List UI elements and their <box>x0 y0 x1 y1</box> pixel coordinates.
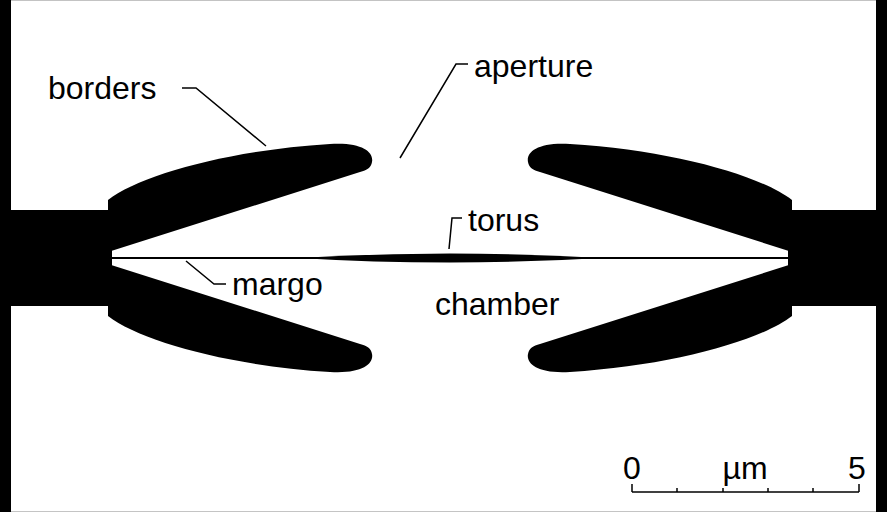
scale-tick <box>812 488 814 492</box>
scale-number: 5 <box>848 452 866 484</box>
cell-wall <box>788 210 887 306</box>
leader-line <box>186 261 226 284</box>
scale-tick <box>858 484 860 492</box>
part-label: aperture <box>474 50 593 82</box>
part-label: torus <box>468 204 539 236</box>
scale-tick <box>631 484 633 492</box>
scale-tick <box>676 488 678 492</box>
scale-unit: µm <box>722 452 767 484</box>
leader-line <box>449 218 462 249</box>
pit-borders <box>108 144 792 373</box>
part-label: margo <box>232 268 323 300</box>
scale-bar <box>632 484 859 492</box>
scale-tick <box>722 488 724 492</box>
leader-line <box>182 88 266 146</box>
leader-lines <box>182 64 468 284</box>
cell-wall <box>0 210 112 306</box>
scale-number: 0 <box>623 452 641 484</box>
leader-line <box>400 64 468 158</box>
pit-border <box>108 144 372 252</box>
pit-border <box>528 264 792 372</box>
pit-border <box>528 144 792 252</box>
scale-tick <box>767 488 769 492</box>
scale-line <box>632 491 859 493</box>
part-label: chamber <box>435 288 560 320</box>
part-label: borders <box>48 72 157 104</box>
torus-shape <box>298 254 602 263</box>
pit-border <box>108 264 372 372</box>
